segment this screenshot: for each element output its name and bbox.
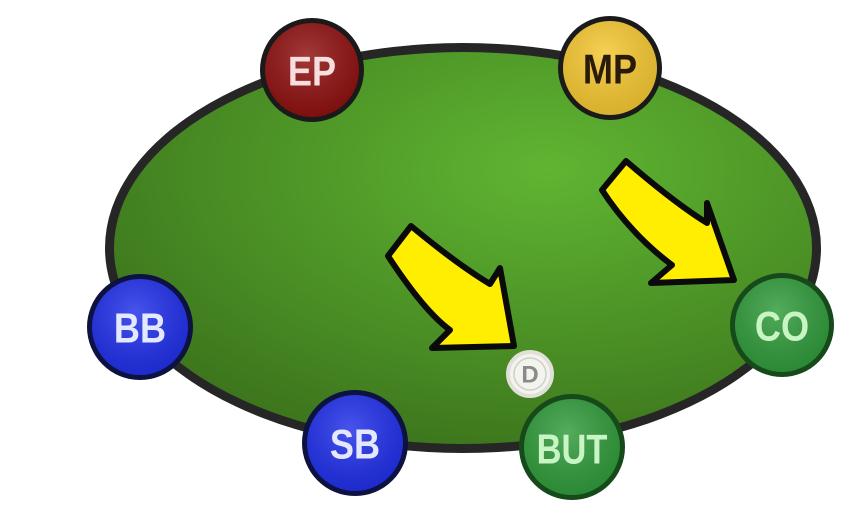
- seat-small-blind[interactable]: SB: [302, 390, 408, 496]
- table-felt: [114, 52, 812, 444]
- seat-label-ep: EP: [288, 49, 336, 95]
- seat-label-co: CO: [755, 304, 809, 350]
- dealer-chip: D: [506, 350, 554, 398]
- dealer-chip-label: D: [521, 362, 538, 389]
- seat-early-position[interactable]: EP: [260, 18, 364, 122]
- seat-label-mp: MP: [583, 47, 637, 93]
- seat-label-bb: BB: [114, 306, 166, 352]
- seat-button[interactable]: BUT: [519, 394, 625, 500]
- seat-cutoff[interactable]: CO: [730, 273, 834, 377]
- seat-label-but: BUT: [537, 426, 608, 473]
- poker-table: [105, 43, 821, 453]
- seat-middle-position[interactable]: MP: [558, 16, 662, 120]
- arrow-to-cutoff-icon: [599, 158, 737, 286]
- arrow-to-button-icon: [385, 223, 517, 351]
- seat-label-sb: SB: [330, 422, 380, 468]
- seat-big-blind[interactable]: BB: [87, 274, 193, 380]
